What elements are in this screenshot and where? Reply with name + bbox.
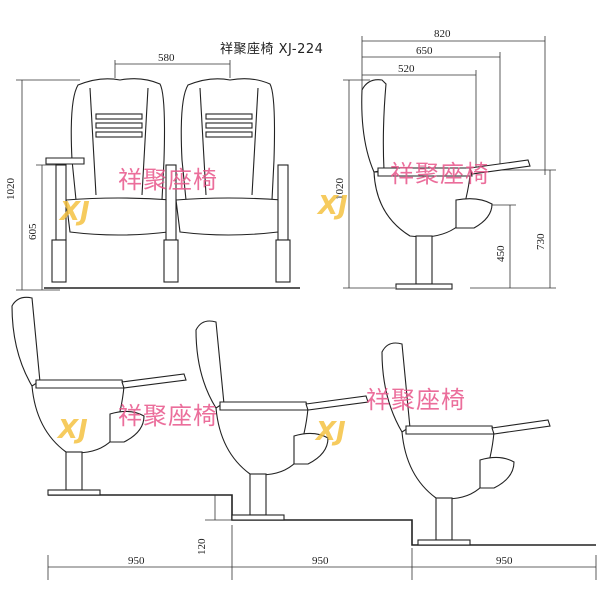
front-height-dimension: 1020 — [5, 79, 80, 291]
row-chair-3 — [381, 342, 551, 546]
row-chair-2 — [195, 320, 369, 521]
drawing-title: 祥聚座椅 XJ-224 — [220, 42, 323, 57]
front-height-label: 1020 — [5, 178, 17, 201]
row-layout: 120 — [11, 296, 597, 580]
side-depth-820-label: 820 — [434, 28, 451, 40]
side-height-label: 1020 — [334, 178, 346, 201]
front-seat-height-label: 605 — [27, 223, 39, 240]
side-seat-height-label: 450 — [495, 245, 507, 262]
watermark-text: 祥聚座椅 — [118, 166, 218, 194]
side-armrest-height-label: 730 — [535, 233, 547, 250]
front-view: 580 1020 605 — [5, 52, 300, 291]
side-chair — [361, 79, 531, 290]
watermark-4: XJ 祥聚座椅 — [314, 386, 466, 447]
watermark-3: XJ 祥聚座椅 — [56, 402, 218, 445]
front-width-dimension: 580 — [114, 52, 231, 78]
row-chair-1 — [11, 296, 187, 496]
side-depth-520-label: 520 — [398, 63, 415, 75]
step-height-label: 120 — [196, 538, 208, 555]
svg-text:祥聚座椅: 祥聚座椅 — [118, 402, 218, 430]
side-depth-dimensions: 820 650 520 — [361, 28, 546, 175]
front-tablet-arm — [45, 157, 85, 165]
svg-text:XJ: XJ — [56, 415, 88, 445]
side-depth-650-label: 650 — [416, 45, 433, 57]
svg-text:祥聚座椅: 祥聚座椅 — [366, 386, 466, 414]
svg-text:XJ: XJ — [316, 191, 348, 221]
svg-text:祥聚座椅: 祥聚座椅 — [390, 160, 490, 188]
row-spacing-label-3: 950 — [496, 555, 513, 567]
watermark-2: XJ 祥聚座椅 — [316, 160, 490, 221]
side-view: 820 650 520 1020 730 450 — [334, 28, 556, 290]
stepped-floor — [48, 494, 596, 546]
front-chair-right — [175, 78, 283, 236]
row-spacing-label-2: 950 — [312, 555, 329, 567]
front-width-label: 580 — [158, 52, 175, 64]
front-chair-left — [65, 78, 173, 236]
svg-text:XJ: XJ — [314, 417, 346, 447]
row-spacing-dimension: 950 950 950 — [47, 525, 597, 580]
watermark-logo: XJ — [58, 197, 90, 227]
watermark-1: XJ 祥聚座椅 — [58, 166, 218, 227]
front-legs — [44, 164, 300, 289]
row-spacing-label-1: 950 — [128, 555, 145, 567]
